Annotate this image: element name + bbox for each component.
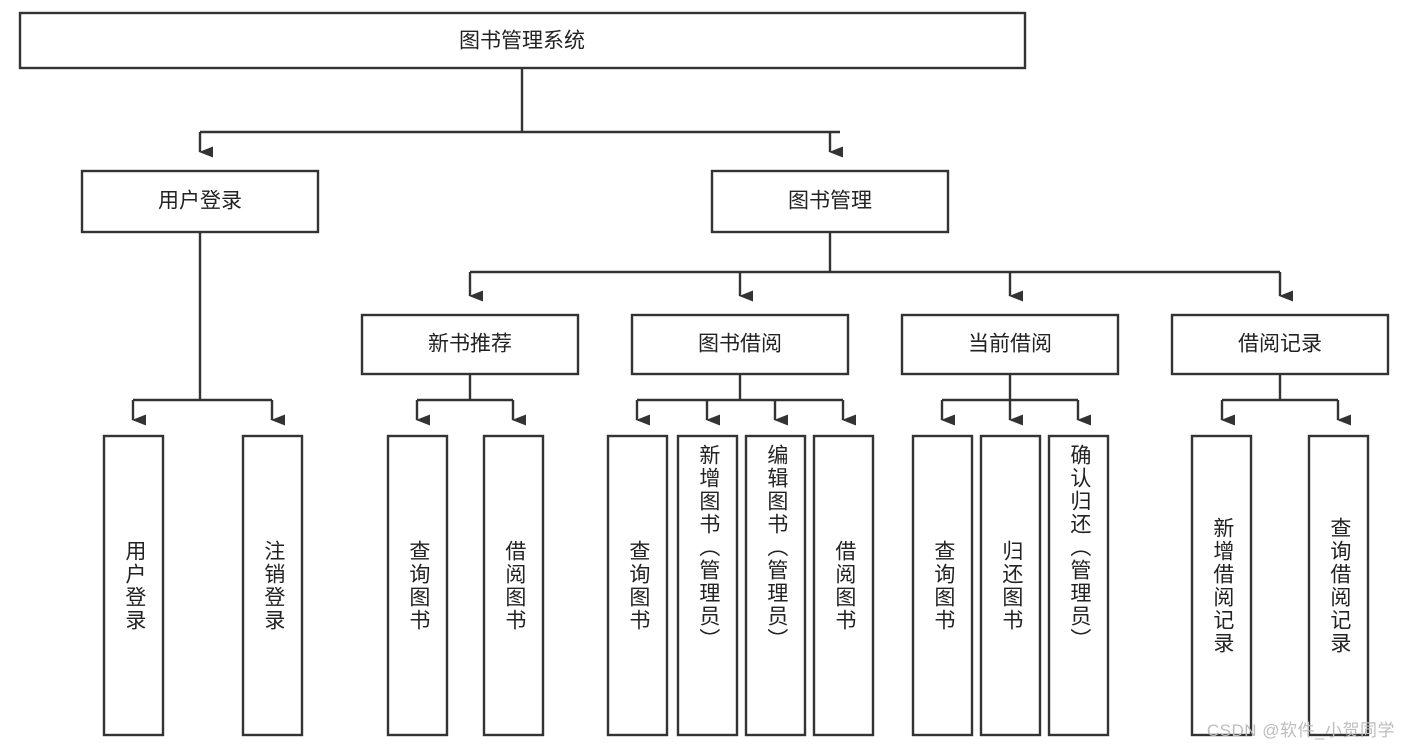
connectors-borrowrecord-to-leaves [1220,374,1351,426]
leaf-boxes [102,434,1370,737]
node-current-borrow-label: 当前借阅 [968,333,1052,356]
csdn-watermark: CSDN @软件_小贺同学 [1206,721,1395,740]
leaf-box-query-book-2[interactable] [606,434,669,737]
connectors-currentborrow-to-leaves [940,374,1091,426]
node-root-label: 图书管理系统 [459,30,585,53]
node-book-borrow[interactable]: 图书借阅 [630,313,850,376]
node-user-login-label: 用户登录 [158,190,242,213]
node-new-book-recommend[interactable]: 新书推荐 [360,313,580,376]
node-root[interactable]: 图书管理系统 [18,11,1027,70]
leaf-box-query-record[interactable] [1307,434,1370,737]
node-book-borrow-label: 图书借阅 [698,333,782,356]
leaf-box-edit-book[interactable] [744,434,807,737]
node-borrow-record-label: 借阅记录 [1238,333,1322,356]
connectors-newbook-to-leaves [415,374,526,426]
leaf-box-borrow-book-1[interactable] [482,434,545,737]
leaf-box-logout-login[interactable] [241,434,304,737]
leaf-box-confirm-return[interactable] [1047,434,1110,737]
leaf-box-user-login[interactable] [102,434,165,737]
leaf-box-query-book-1[interactable] [386,434,449,737]
node-new-book-recommend-label: 新书推荐 [428,333,512,356]
connectors-userlogin-to-leaves [131,232,285,426]
leaf-box-return-book[interactable] [979,434,1042,737]
node-current-borrow[interactable]: 当前借阅 [900,313,1120,376]
node-book-manage-label: 图书管理 [788,190,872,213]
node-borrow-record[interactable]: 借阅记录 [1170,313,1390,376]
connectors-bookborrow-to-leaves [635,374,856,426]
connectors-bookmanage-to-level3 [468,232,1293,302]
leaf-box-add-record[interactable] [1190,434,1253,737]
connectors-root-to-level2 [198,68,843,158]
node-book-manage[interactable]: 图书管理 [710,169,950,234]
node-user-login[interactable]: 用户登录 [80,169,320,234]
leaf-box-query-book-3[interactable] [911,434,974,737]
leaf-box-borrow-book-2[interactable] [812,434,875,737]
leaf-box-add-book[interactable] [676,434,739,737]
